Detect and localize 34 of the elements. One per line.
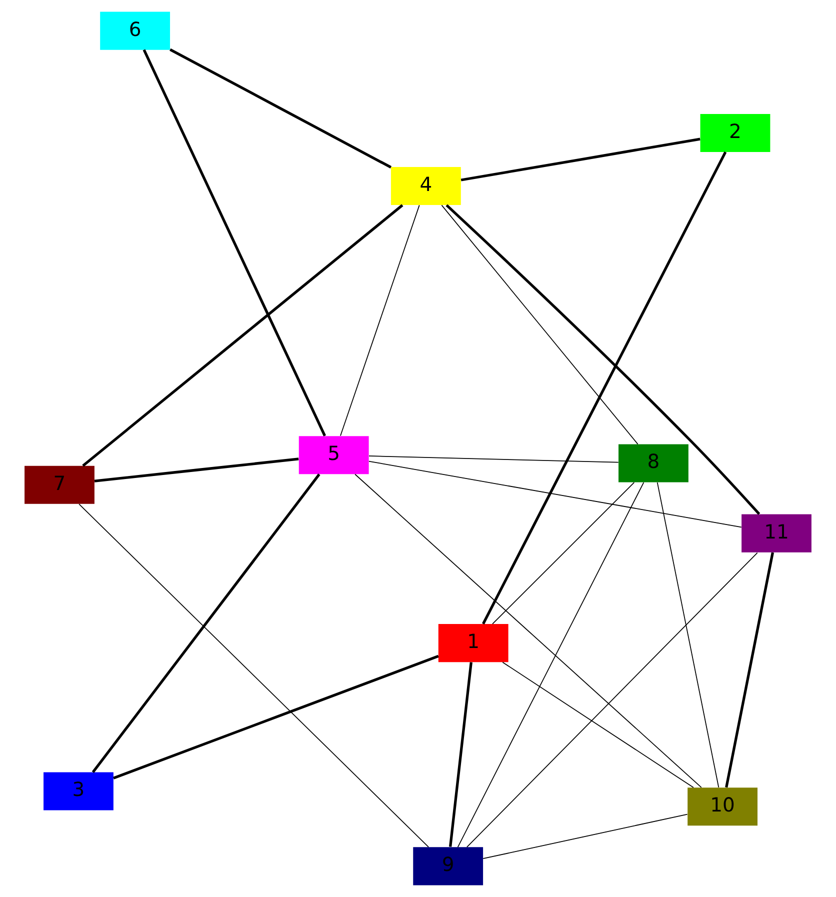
- node-box: 6: [100, 12, 170, 50]
- connector: [492, 482, 635, 624]
- connector: [466, 552, 758, 848]
- connector: [340, 204, 420, 436]
- connector: [92, 474, 320, 774]
- node-box: 9: [413, 847, 484, 886]
- connector: [446, 204, 760, 515]
- connector: [354, 474, 702, 788]
- node-box: 4: [390, 167, 461, 206]
- connector: [482, 151, 727, 624]
- connector: [457, 482, 644, 848]
- node-box: 5: [298, 436, 369, 474]
- node-box: 10: [688, 788, 758, 826]
- node-box: 1: [438, 624, 508, 662]
- connector: [142, 49, 326, 436]
- connector: [441, 204, 638, 445]
- node-box: 11: [742, 514, 812, 552]
- connector: [368, 456, 619, 463]
- connector: [656, 482, 720, 788]
- node-box: 8: [618, 444, 688, 482]
- node-box: 7: [24, 466, 94, 504]
- connector: [82, 204, 404, 467]
- connector: [502, 662, 694, 788]
- connector: [460, 138, 700, 182]
- connector: [113, 654, 439, 780]
- node-box: 2: [700, 114, 770, 152]
- connector: [448, 662, 472, 847]
- connector: [368, 460, 742, 528]
- connector: [725, 552, 774, 788]
- connector: [170, 48, 392, 169]
- connector: [482, 814, 688, 860]
- connector: [94, 458, 299, 482]
- connector: [78, 504, 429, 848]
- node-box: 3: [44, 772, 114, 810]
